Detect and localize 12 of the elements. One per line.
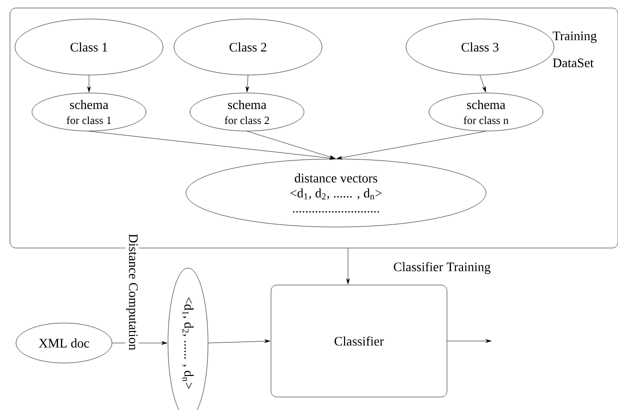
arrow xyxy=(246,131,336,159)
edge-label: Classifier Training xyxy=(392,261,492,275)
arrow xyxy=(336,131,486,160)
classifier-box: Classifier xyxy=(270,284,448,398)
arrow xyxy=(346,248,350,284)
arrow xyxy=(480,75,486,92)
edge-label: Distance Computation xyxy=(125,232,139,352)
arrow xyxy=(87,75,91,92)
arrow xyxy=(246,75,250,92)
arrow xyxy=(208,339,270,344)
arrow xyxy=(88,131,336,160)
arrow xyxy=(447,339,492,343)
